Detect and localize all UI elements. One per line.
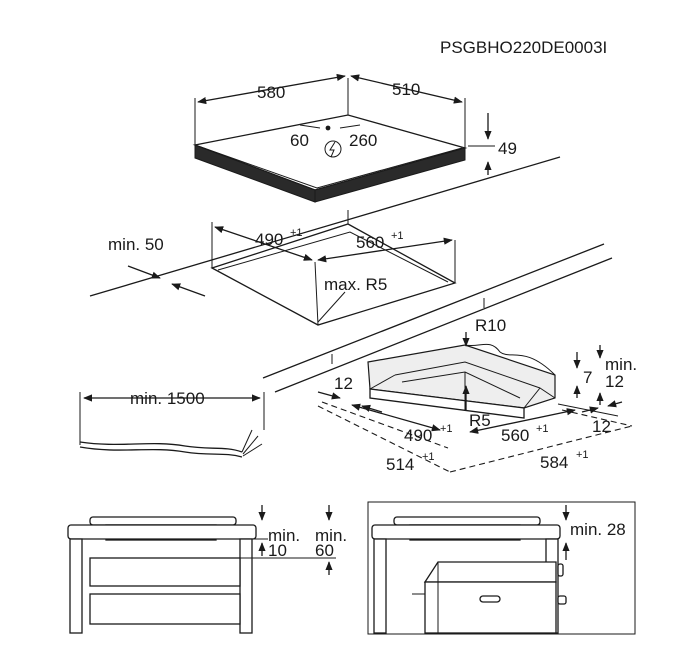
install-left-min-a: min. xyxy=(268,526,300,545)
frame-inner-depth-label: 560 xyxy=(501,426,529,445)
cutout-depth-tolerance: +1 xyxy=(391,230,404,242)
hob-drawing xyxy=(192,73,495,203)
install-left-val-a: 10 xyxy=(268,541,287,560)
frame-outer-depth-tolerance: +1 xyxy=(576,449,589,461)
cutout-radius-label: max. R5 xyxy=(324,275,387,294)
frame-r10-label: R10 xyxy=(475,316,506,335)
frame-min-value: 12 xyxy=(605,372,624,391)
worktop-cutout-drawing xyxy=(89,156,613,393)
frame-outer-depth-label: 584 xyxy=(540,453,568,472)
document-code: PSGBHO220DE0003I xyxy=(440,38,607,57)
frame-offset-left-label: 12 xyxy=(334,374,353,393)
install-left-val-b: 60 xyxy=(315,541,334,560)
install-right-drawing xyxy=(367,501,636,635)
frame-inner-width-label: 490 xyxy=(404,426,432,445)
hob-width-label: 580 xyxy=(257,83,285,102)
cable-length-label: min. 1500 xyxy=(130,389,205,408)
lightning-icon xyxy=(324,140,342,158)
cable-x-label: 60 xyxy=(290,131,309,150)
cutout-width-tolerance: +1 xyxy=(290,227,303,239)
frame-outer-width-tolerance: +1 xyxy=(422,451,435,463)
frame-corner-drawing xyxy=(317,332,633,473)
cutout-depth-label: 560 xyxy=(356,233,384,252)
cutout-width-label: 490 xyxy=(255,230,283,249)
edge-min-label: min. 50 xyxy=(108,235,164,254)
install-right-min-label: min. 28 xyxy=(570,520,626,539)
install-left-min-b: min. xyxy=(315,526,347,545)
power-cable-drawing xyxy=(79,392,265,458)
hob-depth-label: 510 xyxy=(392,80,420,99)
frame-offset-right-label: 12 xyxy=(592,417,611,436)
install-left-drawing xyxy=(67,505,336,634)
frame-outer-width-label: 514 xyxy=(386,455,414,474)
frame-min-label: min. xyxy=(605,355,637,374)
frame-inner-depth-tolerance: +1 xyxy=(536,423,549,435)
frame-r5-label: R5 xyxy=(469,411,491,430)
hob-height-label: 49 xyxy=(498,139,517,158)
frame-inner-width-tolerance: +1 xyxy=(440,423,453,435)
cable-y-label: 260 xyxy=(349,131,377,150)
frame-height-label: 7 xyxy=(583,368,592,387)
